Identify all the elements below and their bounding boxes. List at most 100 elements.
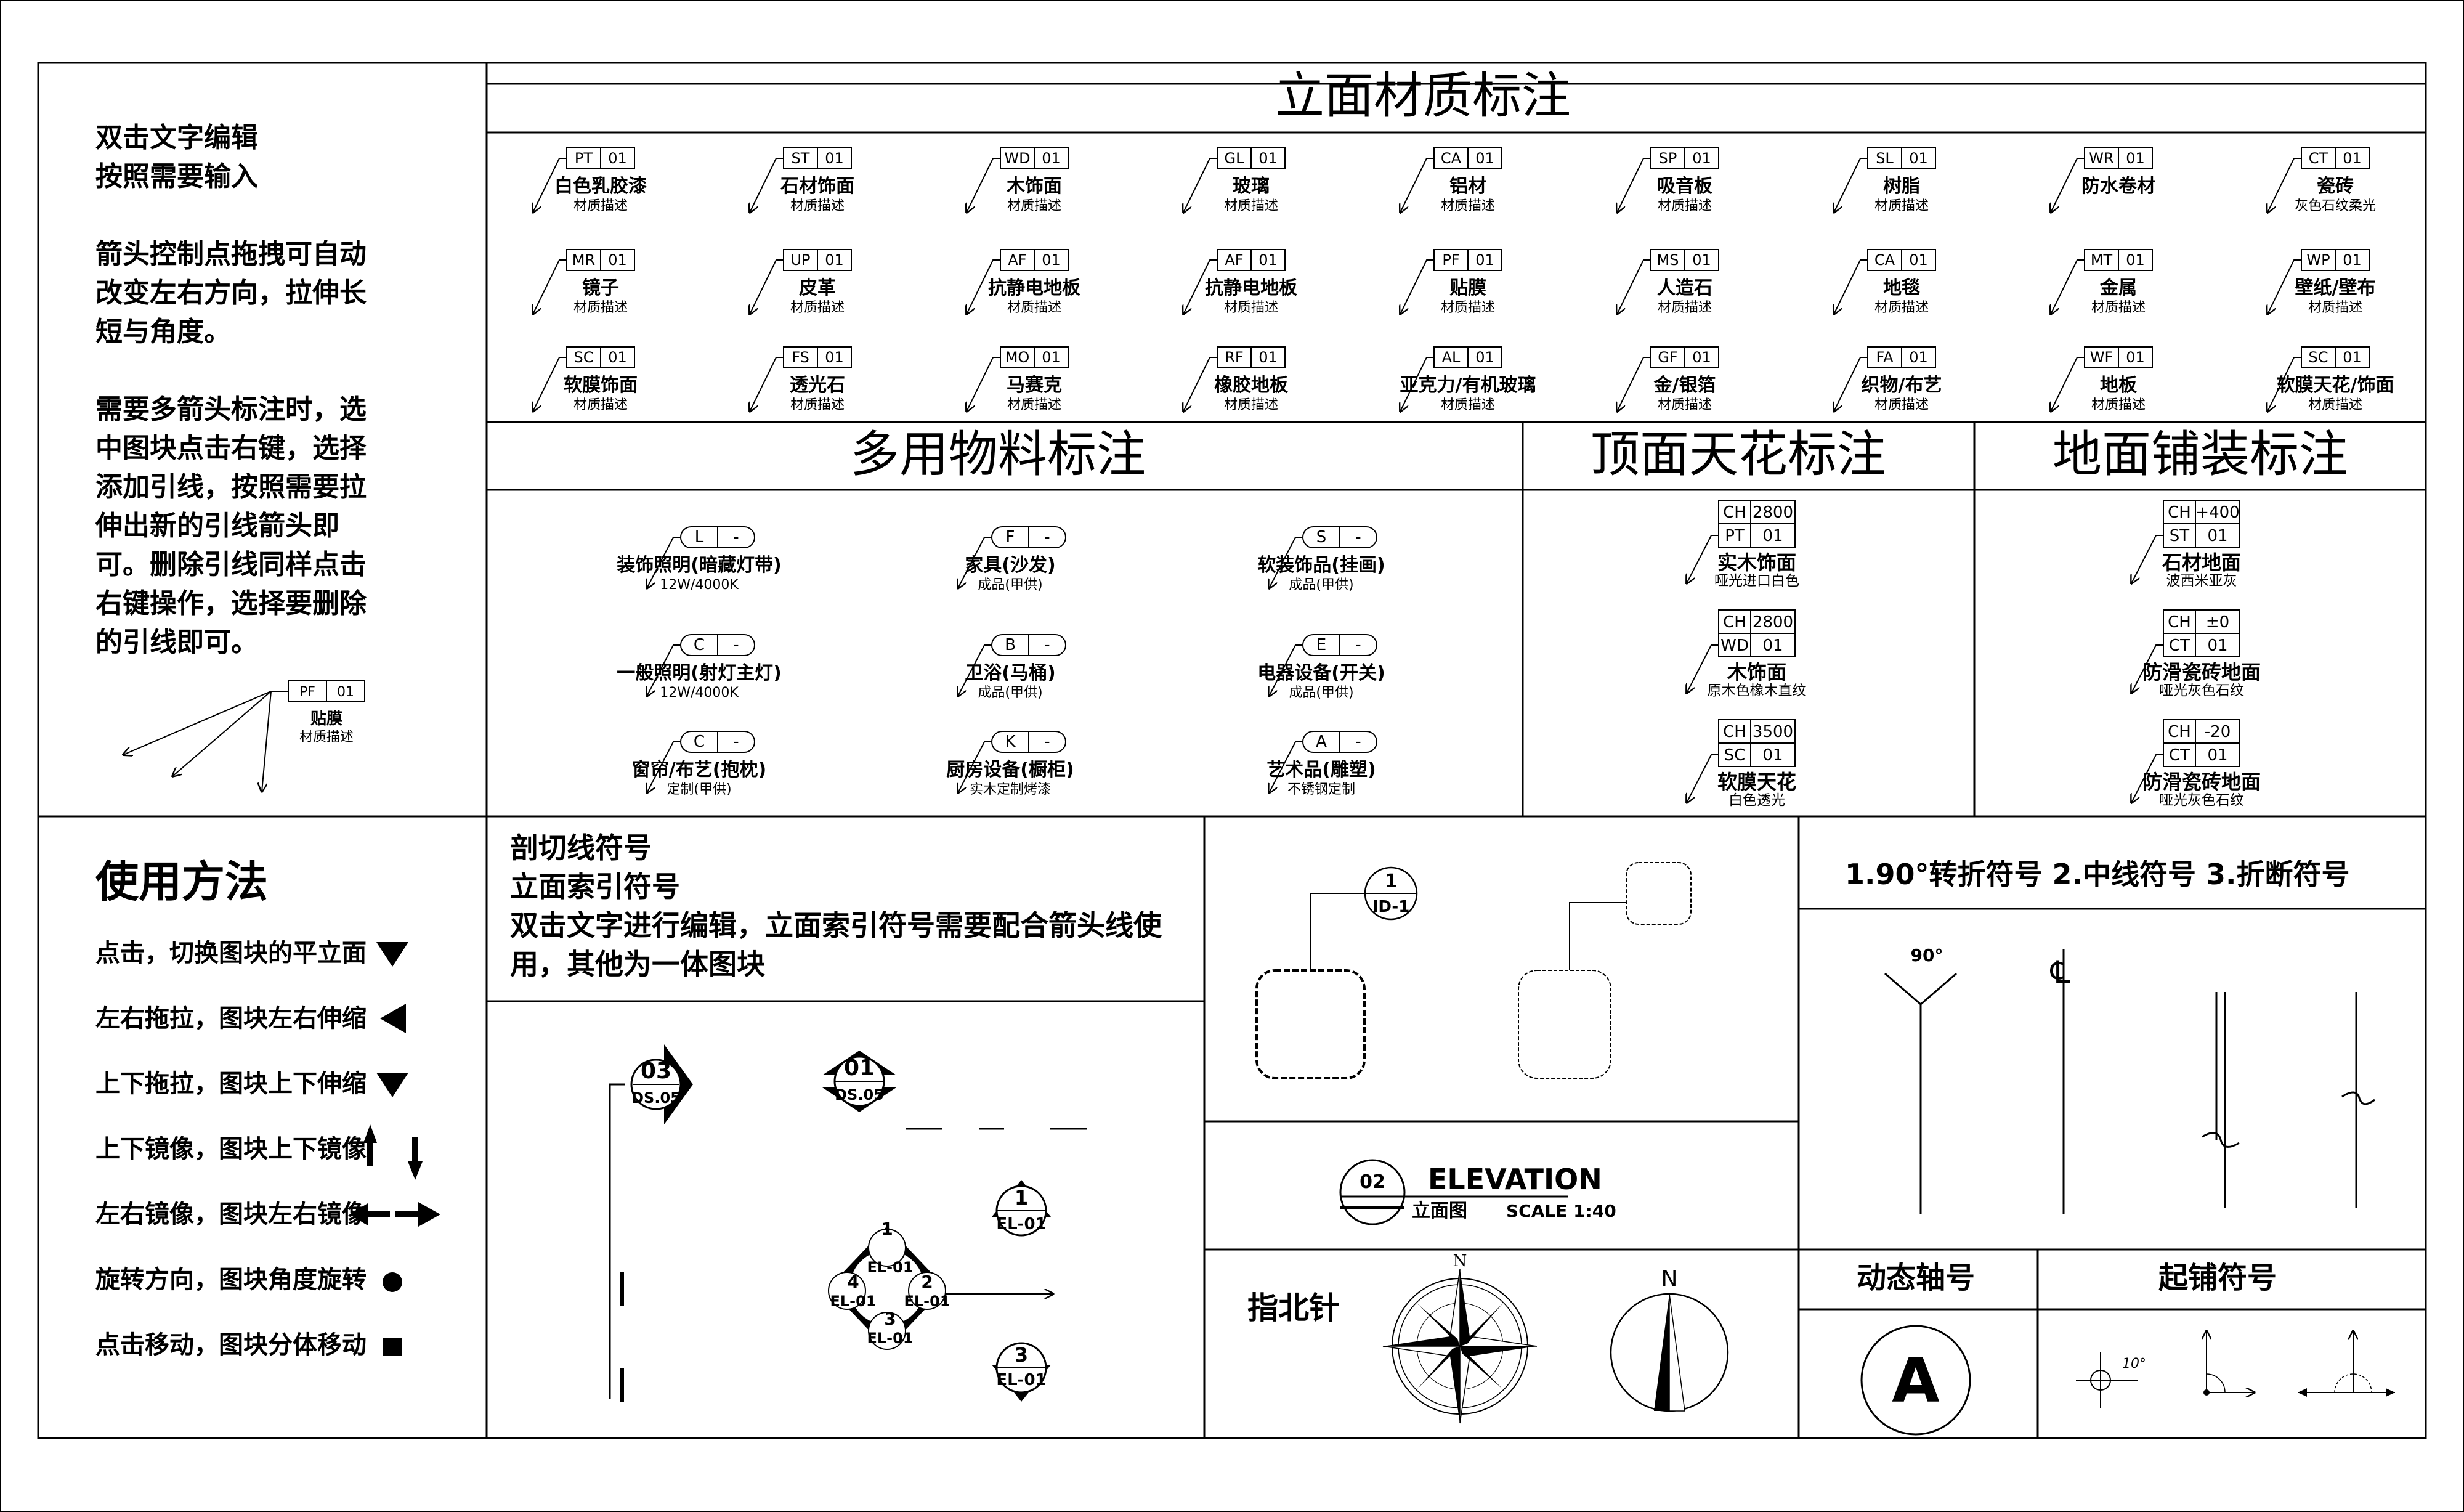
multi-material-tag: F-家具(沙发)成品(甲供)	[958, 526, 1066, 593]
multi-material-tag: A-艺术品(雕塑)不锈钢定制	[1266, 731, 1377, 797]
tag-num: 01	[1042, 150, 1061, 167]
tag-code: L	[695, 528, 704, 547]
usage-item-text: 点击，切换图块的平立面	[95, 939, 367, 967]
tag-name: 橡胶地板	[1214, 375, 1288, 396]
single-top-num: 1	[1015, 1186, 1028, 1209]
square-icon	[383, 1338, 402, 1356]
start-paving-symbol-1: 10°	[2076, 1352, 2146, 1408]
tag-name: 地毯	[1883, 277, 1920, 299]
single-top-ref: EL-01	[996, 1215, 1046, 1234]
tag-height-value: 2800	[1753, 613, 1793, 632]
tag-num: 01	[1475, 349, 1494, 366]
tag-name: 人造石	[1657, 277, 1712, 299]
quad-ref-2: EL-01	[904, 1293, 950, 1310]
tag-name: 地板	[2100, 375, 2137, 396]
tag-num: 01	[2343, 251, 2362, 269]
tag-desc: 材质描述	[1007, 198, 1061, 214]
tag-code: WD	[1004, 150, 1030, 167]
section-a-num: 03	[641, 1059, 671, 1084]
tag-num: 01	[2126, 251, 2145, 269]
tag-name: 金/银箔	[1653, 375, 1716, 396]
tag-desc: 材质描述	[1874, 300, 1929, 315]
dot-icon	[383, 1272, 402, 1292]
instruction-line: 右键操作，选择要删除	[95, 588, 367, 619]
tag-name: 抗静电地板	[988, 277, 1080, 299]
tag-name: 壁纸/壁布	[2295, 277, 2376, 299]
elevation-index-single-top: 1 EL-01	[992, 1180, 1051, 1237]
usage-item-text: 上下拖拉，图块上下伸缩	[95, 1070, 367, 1098]
index-callout-num: 1	[1385, 871, 1398, 892]
tag-name: 抗静电地板	[1205, 277, 1297, 299]
tag-code: FA	[1876, 349, 1894, 366]
section-symbols-line: 剖切线符号	[510, 831, 652, 864]
tag-desc: 成品(甲供)	[978, 577, 1042, 593]
tag-name: 防滑瓷砖地面	[2142, 660, 2261, 684]
tag-code: SC	[1724, 746, 1746, 765]
triangle-left-icon	[380, 1004, 406, 1033]
tag-num: 01	[1909, 251, 1928, 269]
quad-n2: 2	[921, 1272, 933, 1292]
tag-num: -	[733, 528, 739, 547]
tag-name: 实木饰面	[1717, 551, 1796, 574]
tag-num: -	[733, 733, 739, 751]
tag-num: 01	[2126, 150, 2145, 167]
tag-num: 01	[2343, 349, 2362, 366]
tag-desc: 材质描述	[790, 397, 845, 413]
inner-frame	[37, 62, 2427, 1439]
centerline-glyph: ℄	[2049, 954, 2070, 990]
tag-num: 01	[1909, 150, 1928, 167]
axis-bubble: A	[1860, 1325, 1971, 1436]
usage-title: 使用方法	[95, 856, 268, 907]
tag-desc: 12W/4000K	[660, 577, 739, 593]
tag-desc: 材质描述	[1007, 300, 1061, 315]
ceiling-title: 顶面天花标注	[1591, 426, 1886, 483]
quad-n3: 3	[884, 1309, 896, 1329]
tag-desc: 材质描述	[1441, 397, 1495, 413]
tag-height-label: CH	[1723, 723, 1746, 741]
tag-desc: 材质描述	[1007, 397, 1061, 413]
tag-code: K	[1005, 733, 1016, 751]
tag-name: 树脂	[1883, 176, 1920, 197]
tag-num: -	[1044, 636, 1050, 654]
start-paving-symbol-3	[2298, 1331, 2395, 1397]
tag-name: 石材地面	[2162, 551, 2241, 574]
tag-code: ST	[792, 150, 810, 167]
tag-name: 贴膜	[1449, 277, 1486, 299]
tag-code: MO	[1005, 349, 1030, 366]
instruction-line: 需要多箭头标注时，选	[95, 394, 367, 425]
tag-height-value: ±0	[2206, 613, 2229, 632]
tag-num: 01	[1692, 349, 1711, 366]
tag-code: ST	[2170, 527, 2190, 545]
tag-desc: 材质描述	[1224, 397, 1278, 413]
tag-name: 吸音板	[1657, 176, 1712, 197]
tag-name: 软膜天花/饰面	[2277, 375, 2394, 396]
tag-code: CT	[2169, 746, 2190, 765]
tag-code: GL	[1225, 150, 1245, 167]
start-paving-title: 起铺符号	[2158, 1261, 2277, 1295]
tag-code: S	[1316, 528, 1327, 547]
quad-n4: 4	[847, 1272, 859, 1292]
tag-code: C	[694, 733, 705, 751]
tag-name: 装饰照明(暗藏灯带)	[617, 555, 781, 576]
tag-height-value: +400	[2195, 503, 2239, 522]
single-bottom-num: 3	[1015, 1343, 1028, 1367]
elevation-title-text: ELEVATION	[1428, 1163, 1602, 1196]
tag-name: 木饰面	[1006, 176, 1062, 197]
tag-num: 01	[2343, 150, 2362, 167]
sample-tag-desc: 材质描述	[299, 730, 354, 745]
tag-name: 织物/布艺	[1862, 375, 1942, 396]
elevation-index-quad: 1 EL-01 2 EL-01 4 EL-01 3 EL-01	[828, 1219, 1053, 1350]
tag-code: WF	[2090, 349, 2113, 366]
